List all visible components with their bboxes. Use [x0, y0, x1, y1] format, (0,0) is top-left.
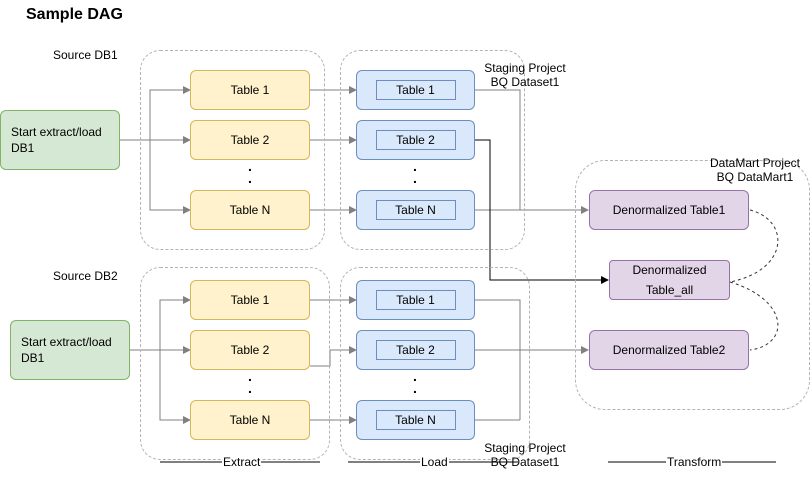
- load-db1-table-n[interactable]: Table N: [356, 190, 475, 230]
- start-extract-load-db2[interactable]: Start extract/load DB1: [10, 320, 130, 380]
- ellipsis-dot: .: [413, 158, 417, 174]
- datamart-label: DataMart Project BQ DataMart1: [700, 156, 810, 184]
- edge-db1-table2-to-table-all: [475, 139, 609, 284]
- ellipsis-dot: .: [248, 158, 252, 174]
- extract-db1-table-1[interactable]: Table 1: [190, 70, 310, 110]
- extract-db1-ellipsis: . .: [245, 158, 255, 186]
- stage-transform-label: Transform: [666, 455, 723, 469]
- ellipsis-dot: .: [248, 170, 252, 186]
- ellipsis-dot: .: [413, 170, 417, 186]
- load-db2-table-n-label: Table N: [375, 410, 456, 430]
- extract-db2-ellipsis: . .: [245, 368, 255, 396]
- load-db2-table-1[interactable]: Table 1: [356, 280, 475, 320]
- extract-db1-table-n[interactable]: Table N: [190, 190, 310, 230]
- staging-label-db2-line1: Staging Project: [484, 441, 566, 455]
- load-db1-table-1-label: Table 1: [375, 80, 456, 100]
- ellipsis-dot: .: [413, 380, 417, 396]
- denormalized-table-all-line1: Denormalized: [632, 263, 707, 277]
- load-db1-ellipsis: . .: [410, 158, 420, 186]
- extract-group-db1: [140, 50, 325, 250]
- load-db1-table-1[interactable]: Table 1: [356, 70, 475, 110]
- source-db1-label: Source DB1: [53, 48, 118, 62]
- load-db2-table-2-label: Table 2: [375, 340, 456, 360]
- load-db1-table-n-label: Table N: [375, 200, 456, 220]
- extract-db2-table-n[interactable]: Table N: [190, 400, 310, 440]
- load-group-db1: [340, 50, 525, 250]
- datamart-label-line1: DataMart Project: [709, 156, 801, 170]
- edges-db1-start-extract: [120, 86, 191, 214]
- extract-db1-table-2[interactable]: Table 2: [190, 120, 310, 160]
- denormalized-table1[interactable]: Denormalized Table1: [589, 190, 749, 230]
- start-extract-load-db1[interactable]: Start extract/load DB1: [0, 110, 120, 170]
- source-db2-label: Source DB2: [53, 269, 118, 283]
- edges-denorm-curves: [729, 209, 779, 351]
- staging-label-db2: Staging Project BQ Dataset1: [480, 441, 570, 469]
- load-db2-table-1-label: Table 1: [375, 290, 456, 310]
- load-db2-ellipsis: . .: [410, 368, 420, 396]
- edges-db1-extract-load: [310, 86, 357, 214]
- load-db1-table-2-label: Table 2: [375, 130, 456, 150]
- load-db1-table-2[interactable]: Table 2: [356, 120, 475, 160]
- edges-db2-extract-load: [310, 296, 357, 424]
- extract-db2-table-2[interactable]: Table 2: [190, 330, 310, 370]
- datamart-label-line2: BQ DataMart1: [716, 170, 794, 184]
- ellipsis-dot: .: [248, 368, 252, 384]
- staging-label-db1-line1: Staging Project: [484, 61, 566, 75]
- ellipsis-dot: .: [248, 380, 252, 396]
- edges-db2-load-transform: [475, 299, 589, 421]
- ellipsis-dot: .: [413, 368, 417, 384]
- stage-load-label: Load: [420, 455, 449, 469]
- stage-extract-label: Extract: [222, 455, 262, 469]
- denormalized-table-all-line2: Table_all: [645, 283, 694, 297]
- staging-label-db2-line2: BQ Dataset1: [490, 455, 560, 469]
- edges-db1-load-transform: [475, 89, 589, 214]
- denormalized-table2[interactable]: Denormalized Table2: [589, 330, 749, 370]
- load-db2-table-n[interactable]: Table N: [356, 400, 475, 440]
- staging-label-db1-line2: BQ Dataset1: [490, 75, 560, 89]
- datamart-group: [575, 160, 810, 410]
- denormalized-table-all[interactable]: Denormalized Table_all: [609, 260, 730, 300]
- load-db2-table-2[interactable]: Table 2: [356, 330, 475, 370]
- extract-db2-table-1[interactable]: Table 1: [190, 280, 310, 320]
- staging-label-db1: Staging Project BQ Dataset1: [480, 61, 570, 89]
- diagram-title: Sample DAG: [26, 6, 123, 23]
